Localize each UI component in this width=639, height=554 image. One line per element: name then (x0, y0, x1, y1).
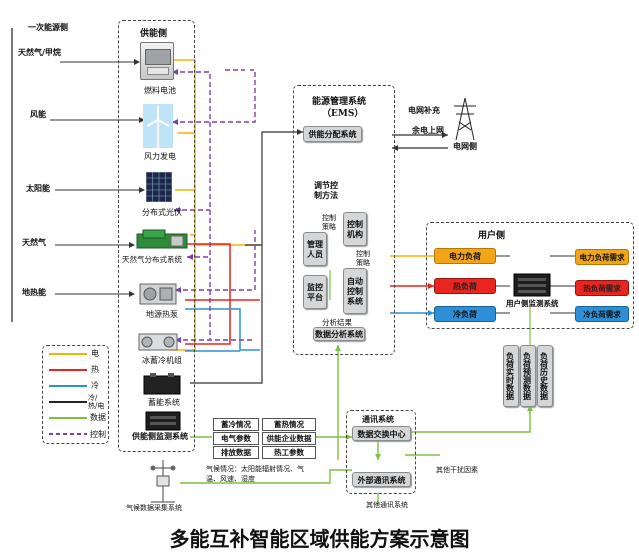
legend-control-label: 控制 (90, 430, 106, 439)
ems-data-analysis-box[interactable]: 数据分析系统 (313, 327, 365, 341)
user-monitor-label: 用户侧监测系统 (506, 299, 559, 308)
user-electric-demand[interactable]: 电力负荷需求 (575, 249, 629, 265)
legend-lines (49, 353, 87, 435)
ems-monitor-box[interactable]: 监控平台 (303, 275, 327, 309)
legend-mixed-label: 冷/热/电 (88, 394, 105, 410)
battery-icon (143, 373, 181, 395)
supply-gas-system-label: 天然气分布式系统 (122, 255, 182, 264)
weather-info-label: 气候情况：太阳能辐射情况、气温、风速、湿度 (206, 465, 304, 483)
ems-auto-strategy-label: 控制策略 (356, 250, 370, 267)
source-natural-gas: 天然气 (22, 237, 46, 247)
supply-data-emissions: 排放数据 (213, 446, 259, 459)
fuel-cell-icon (140, 42, 174, 80)
supply-data-electric-params: 电气参数 (213, 432, 259, 445)
supply-panel (118, 20, 195, 452)
source-geothermal: 地热能 (22, 287, 46, 297)
load-realtime-data[interactable]: 负荷实时数据 (503, 345, 519, 407)
ems-dispatch-box[interactable]: 供能分配系统 (303, 126, 362, 142)
grid-supplement-label: 电网补充 (408, 105, 440, 115)
supply-data-cold-storage: 蓄冷情况 (213, 418, 259, 431)
user-heat-demand[interactable]: 热负荷需求 (575, 280, 629, 296)
supply-data-enterprise: 供能企业数据 (262, 432, 316, 445)
legend-heat-label: 热 (91, 365, 99, 374)
sources-header: 一次能源侧 (28, 22, 68, 32)
ems-control-org-box[interactable]: 控制机构 (343, 212, 367, 246)
user-cold-demand[interactable]: 冷负荷需求 (575, 306, 629, 322)
heat-pump-icon (139, 283, 177, 305)
legend-cold-label: 冷 (91, 381, 99, 390)
comm-exchange-box[interactable]: 数据交换中心 (352, 426, 411, 441)
wind-turbine-icon (143, 104, 173, 148)
source-solar: 太阳能 (26, 183, 50, 193)
supply-monitor-icon (145, 411, 181, 431)
ems-header: 能源管理系统 (312, 97, 367, 107)
solar-panel-icon (146, 172, 172, 202)
user-electric-load[interactable]: 电力负荷 (434, 248, 496, 264)
ems-panel (293, 85, 395, 355)
load-history-data[interactable]: 负荷历史数据 (537, 345, 553, 407)
ems-manager-box[interactable]: 管理人员 (303, 232, 327, 266)
supply-fuel-cell-label: 燃料电池 (144, 86, 176, 95)
gas-generator-icon (136, 229, 188, 249)
ems-auto-control-box[interactable]: 自动控制系统 (343, 268, 367, 314)
supply-header: 供能侧 (140, 29, 168, 39)
user-cold-load[interactable]: 冷负荷 (434, 306, 496, 322)
grid-label: 电网侧 (453, 141, 477, 151)
weather-station-icon (150, 460, 176, 503)
source-wind: 风能 (30, 109, 46, 119)
legend-electric-label: 电 (91, 349, 99, 358)
ems-adjust-label: 调节控制方法 (314, 180, 338, 200)
ems-header-sub: （EMS） (322, 109, 364, 119)
legend-data-label: 数据 (90, 413, 106, 422)
grid-surplus-label: 余电上网 (412, 125, 444, 135)
supply-storage-label: 蓄能系统 (148, 398, 180, 407)
user-header: 用户侧 (478, 231, 506, 241)
supply-solar-label: 分布式光伏 (142, 208, 182, 217)
ems-control-strategy-label: 控制策略 (322, 214, 336, 231)
legend-panel (42, 345, 109, 444)
comm-other-systems-label: 其他通讯系统 (366, 501, 408, 509)
supply-data-heat-storage: 蓄热情况 (262, 418, 316, 431)
diagram-title: 多能互补智能区域供能方案示意图 (169, 527, 470, 551)
supply-data-thermal-params: 热工参数 (262, 446, 316, 459)
user-heat-load[interactable]: 热负荷 (434, 278, 496, 294)
comm-header: 通讯系统 (362, 414, 394, 424)
power-tower-icon (454, 97, 476, 141)
sources-panel (8, 22, 68, 322)
supply-chiller-label: 冰蓄冷机组 (142, 356, 182, 365)
user-monitor-icon (513, 273, 551, 297)
supply-monitor-label: 供能侧监测系统 (132, 431, 188, 441)
weather-station-label: 气候数据采集系统 (126, 504, 182, 512)
load-forecast-data[interactable]: 负荷预测数据 (520, 345, 536, 407)
user-panel (426, 222, 634, 329)
comm-other-factors-label: 其他干扰因素 (436, 466, 478, 474)
comm-panel (346, 410, 416, 494)
comm-external-box[interactable]: 外部通讯系统 (352, 472, 411, 487)
supply-heat-pump-label: 地源热泵 (146, 310, 178, 319)
ems-analysis-result-label: 分析结果 (322, 318, 352, 327)
supply-wind-label: 风力发电 (144, 152, 176, 161)
chiller-icon (138, 333, 178, 351)
source-gas-methane: 天然气/甲烷 (18, 47, 61, 57)
